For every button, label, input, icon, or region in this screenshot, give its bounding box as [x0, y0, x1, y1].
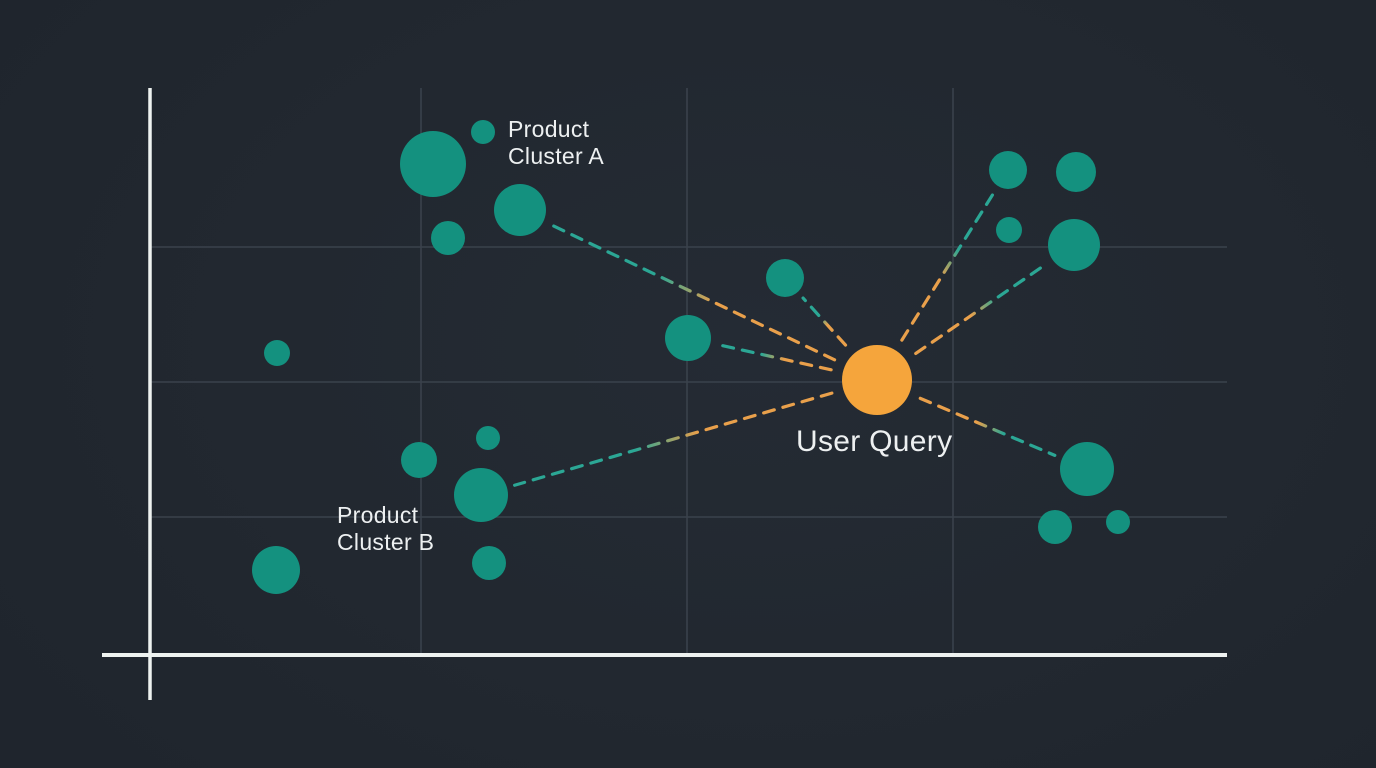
user-query-point	[842, 345, 912, 415]
product-point-cluster-A	[494, 184, 546, 236]
product-point-cluster-right-bottom	[1038, 510, 1072, 544]
similarity-link	[513, 391, 834, 487]
product-point-cluster-B	[454, 468, 508, 522]
cluster-b-label: Product Cluster B	[337, 502, 434, 556]
similarity-link	[801, 296, 848, 347]
cluster-a-label-line2: Cluster A	[508, 143, 605, 169]
product-point-cluster-right-bottom	[1106, 510, 1130, 534]
product-point-cluster-right-top	[1048, 219, 1100, 271]
cluster-a-label-line1: Product	[508, 116, 590, 142]
similarity-link	[549, 223, 837, 362]
product-point-cluster-mid	[665, 315, 711, 361]
product-point-cluster-right-top	[989, 151, 1027, 189]
product-point-cluster-mid	[766, 259, 804, 297]
product-point-cluster-A	[400, 131, 466, 197]
similarity-link	[918, 396, 1057, 457]
product-point-cluster-left	[264, 340, 290, 366]
similarity-link	[900, 191, 996, 342]
product-point-cluster-A	[431, 221, 465, 255]
similarity-link	[716, 343, 833, 372]
cluster-a-label: Product Cluster A	[508, 116, 604, 170]
product-point-cluster-right-top	[1056, 152, 1096, 192]
product-point-cluster-right-top	[996, 217, 1022, 243]
product-point-cluster-B	[401, 442, 437, 478]
product-point-cluster-A	[471, 120, 495, 144]
similarity-link	[914, 262, 1048, 356]
user-query-label: User Query	[796, 425, 953, 458]
product-point-cluster-B	[476, 426, 500, 450]
product-point-cluster-B	[472, 546, 506, 580]
product-point-cluster-right-bottom	[1060, 442, 1114, 496]
cluster-b-label-line2: Cluster B	[337, 529, 435, 555]
cluster-b-label-line1: Product	[337, 502, 419, 528]
product-point-cluster-B	[252, 546, 300, 594]
